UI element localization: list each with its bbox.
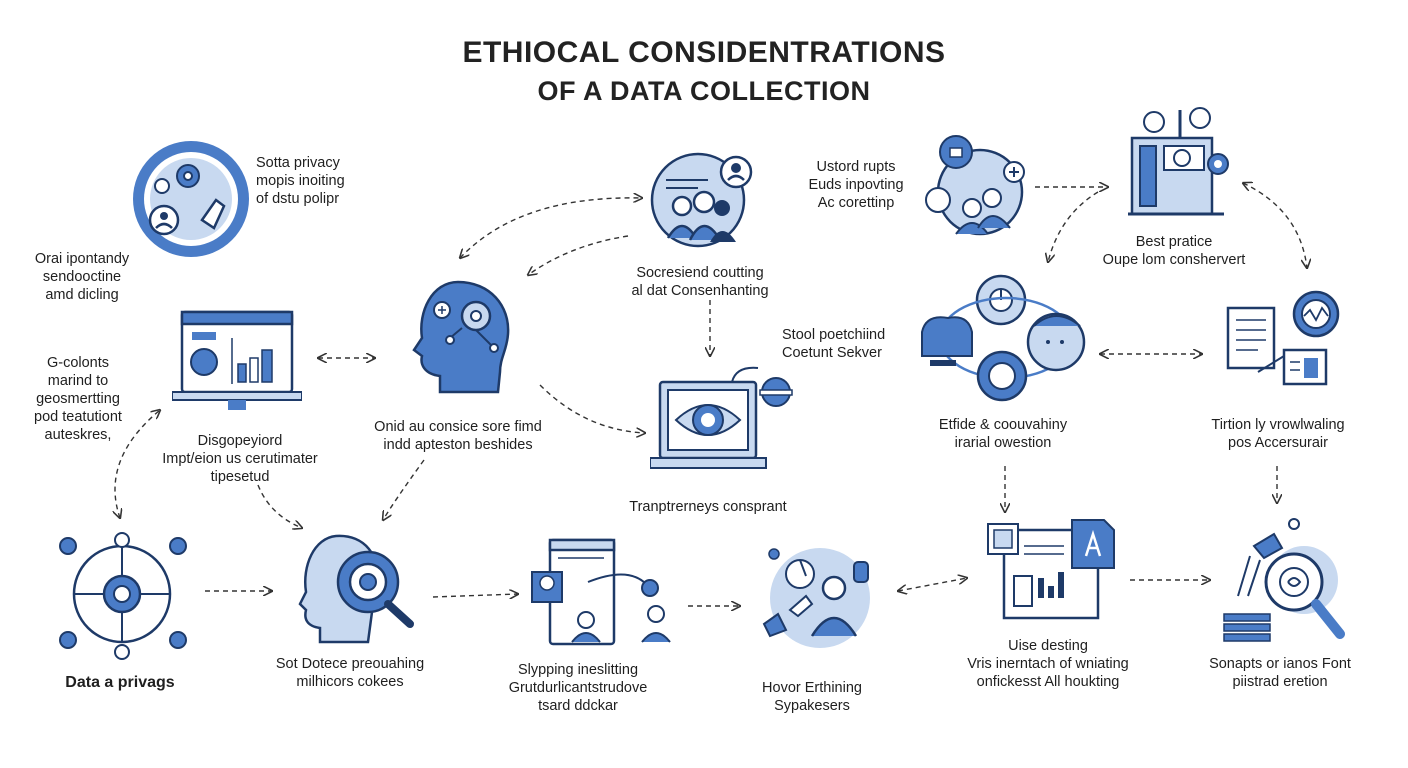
arrow-mind-protect: [383, 459, 425, 520]
documents-chart-icon: [987, 519, 1115, 620]
page-title: ETHIOCAL CONSIDENTRATIONS: [462, 36, 946, 69]
magnifier-search-icon: [1223, 518, 1345, 642]
arrow-consent-to-head: [528, 235, 629, 275]
use-desting-label: Uise desting Vris inerntach of wniating …: [967, 638, 1129, 690]
dashboard-monitor-icon: [172, 310, 302, 410]
arrow-dashboard-protect: [257, 484, 302, 528]
arrow-honor-use: [898, 578, 967, 591]
honor-people-icon: [762, 548, 870, 648]
content-server-label: Stool poetchiind Coetunt Sekver: [782, 327, 886, 361]
best-practice-label: Best pratice Oupe lom conshervert: [1102, 234, 1246, 268]
monitor-eye-icon: [650, 366, 793, 469]
dashboard-label: Disgopeyiord Impt/eion us cerutimater ti…: [162, 433, 318, 485]
left-mid-label: G-colonts marind to geosmertting pod tea…: [34, 355, 122, 443]
user-rights-label: Ustord rupts Euds inpovting Ac corettinp: [808, 159, 904, 211]
profile-screen-icon: [531, 538, 671, 646]
page-subtitle: OF A DATA COLLECTION: [537, 76, 871, 106]
privacy-gear-hand-icon: [133, 141, 249, 257]
head-gears-icon: [412, 280, 510, 394]
arrow-head-to-monitor: [539, 384, 645, 433]
consent-label: Socresiend coutting al dat Consenhanting: [631, 265, 769, 299]
transparency-label: Tranptrerneys consprant: [629, 499, 787, 515]
protect-label: Sot Dotece preouahing milhicors cokees: [275, 656, 425, 690]
left-top-label: Orai ipontandy sendooctine amd dicling: [34, 251, 130, 303]
tiration-label: Tirtion ly vrowlwaling pos Accersurair: [1211, 417, 1345, 451]
shopping-label: Slypping ineslitting Grutdurlicantstrudo…: [508, 662, 648, 714]
sonapts-label: Sonapts or ianos Font piistrad eretion: [1209, 656, 1351, 690]
privacy-label: Sotta privacy mopis inoiting of dstu pol…: [256, 155, 345, 207]
head-gear-magnifier-icon: [298, 534, 414, 644]
arrow-left-vertical: [115, 410, 160, 518]
document-analysis-icon: [1226, 290, 1340, 386]
data-privacy-network-icon: [59, 532, 187, 660]
arrow-best-to-tiration: [1243, 183, 1307, 268]
arrow-protect-shopping: [432, 594, 518, 597]
user-rights-icon: [925, 135, 1025, 236]
consent-people-icon: [650, 152, 753, 248]
honor-label: Hovor Erthining Sypakesers: [762, 680, 862, 714]
ethics-label: Etfide & coouvahiny irarial owestion: [938, 417, 1068, 451]
data-privacy-label: Data a privags: [65, 674, 175, 691]
ethics-network-icon: [921, 274, 1086, 402]
arrow-head-to-consent: [460, 198, 642, 258]
best-practice-lab-icon: [1128, 107, 1229, 216]
mind-label: Onid au consice sore fimd indd apteston …: [374, 419, 542, 453]
